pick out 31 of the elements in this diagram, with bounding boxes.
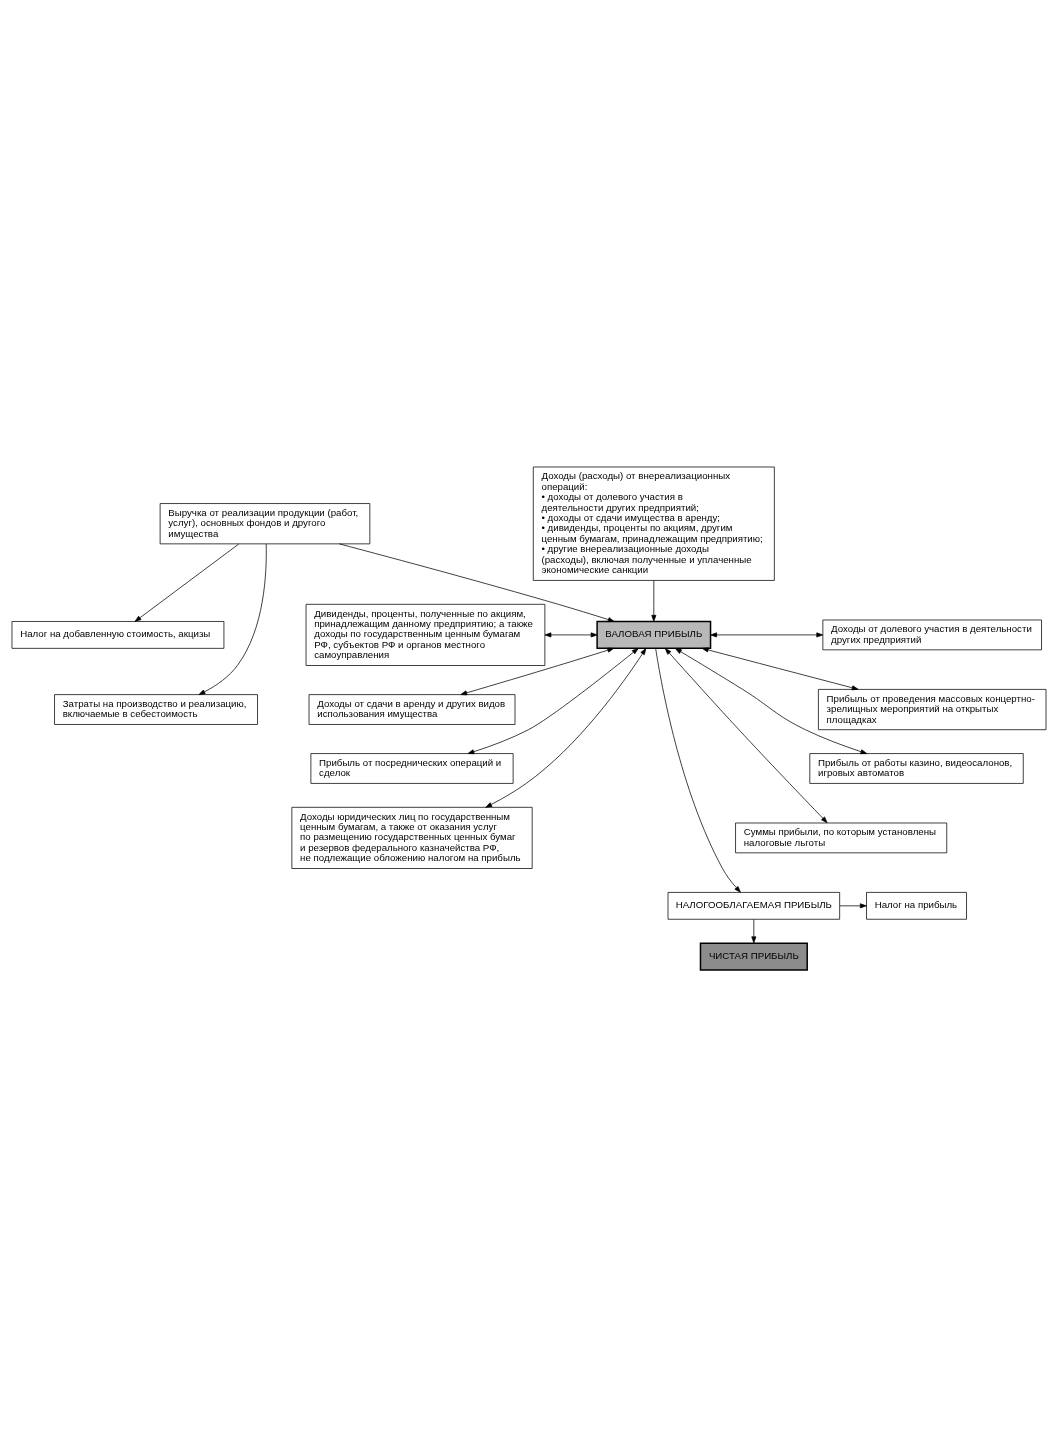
arrow	[664, 647, 828, 823]
arrow	[198, 543, 267, 695]
arrow	[134, 543, 240, 622]
arrow	[701, 647, 859, 690]
node-box: Затраты на производство и реализацию, включаемые в себестоимость	[54, 693, 258, 725]
node-box: НАЛОГООБЛАГАЕМАЯ ПРИБЫЛЬ	[667, 891, 841, 920]
node-box: Прибыль от посреднических операций и сделок	[310, 752, 514, 784]
arrow	[651, 579, 657, 622]
arrow	[338, 543, 615, 622]
node-box: Выручка от реализации продукции (работ, услуг), основных фондов и другого имущества	[159, 502, 371, 544]
arrow	[751, 918, 757, 943]
arrow	[460, 647, 615, 695]
node-box: Суммы прибыли, по которым установлены налоговые льготы	[735, 822, 948, 853]
arrow	[710, 631, 824, 637]
arrow	[655, 647, 741, 893]
node-box: Прибыль от работы казино, видеосалонов, игровых автоматов	[809, 752, 1024, 784]
node-box: ВАЛОВАЯ ПРИБЫЛЬ	[596, 620, 712, 649]
node-box: Прибыль от проведения массовых концертно-зрелищных мероприятий на открытых площадках	[818, 688, 1047, 730]
arrow	[839, 902, 867, 908]
node-box: Доходы от сдачи в аренду и других видов использования имущества	[308, 693, 516, 725]
arrow	[544, 631, 598, 637]
node-box: Доходы от долевого участия в деятельности других предприятий	[822, 619, 1042, 650]
node-box: Налог на прибыль	[866, 891, 967, 920]
node-box: Дивиденды, проценты, полученные по акциям, принадлежащим данному предприятию; а также доходы по государственным ценным бумагам РФ, субъектов РФ и органов местного самоуправления	[305, 603, 546, 666]
arrow	[675, 647, 868, 754]
arrow	[467, 647, 639, 754]
node-box: ЧИСТАЯ ПРИБЫЛЬ	[699, 941, 808, 971]
arrow	[485, 647, 647, 808]
node-box: Налог на добавленную стоимость, акцизы	[11, 620, 225, 649]
node-box: Доходы юридических лиц по государственным ценным бумагам, а также от оказания услуг по размещению государственных ценных бумаг и резервов федерального казначейства РФ, не подлежащие обложению налогом на прибыль	[291, 806, 533, 869]
node-box: Доходы (расходы) от внереализационных операций: • доходы от долевого участия в деятельности других предприятий; • доходы от сдачи имущества в аренду; • дивиденды, проценты по акциям, другим ценным бумагам, принадлежащим предприятию; • другие внереализационные доходы (расходы), включая полученные и уплаченные экономические санкции	[532, 466, 775, 581]
